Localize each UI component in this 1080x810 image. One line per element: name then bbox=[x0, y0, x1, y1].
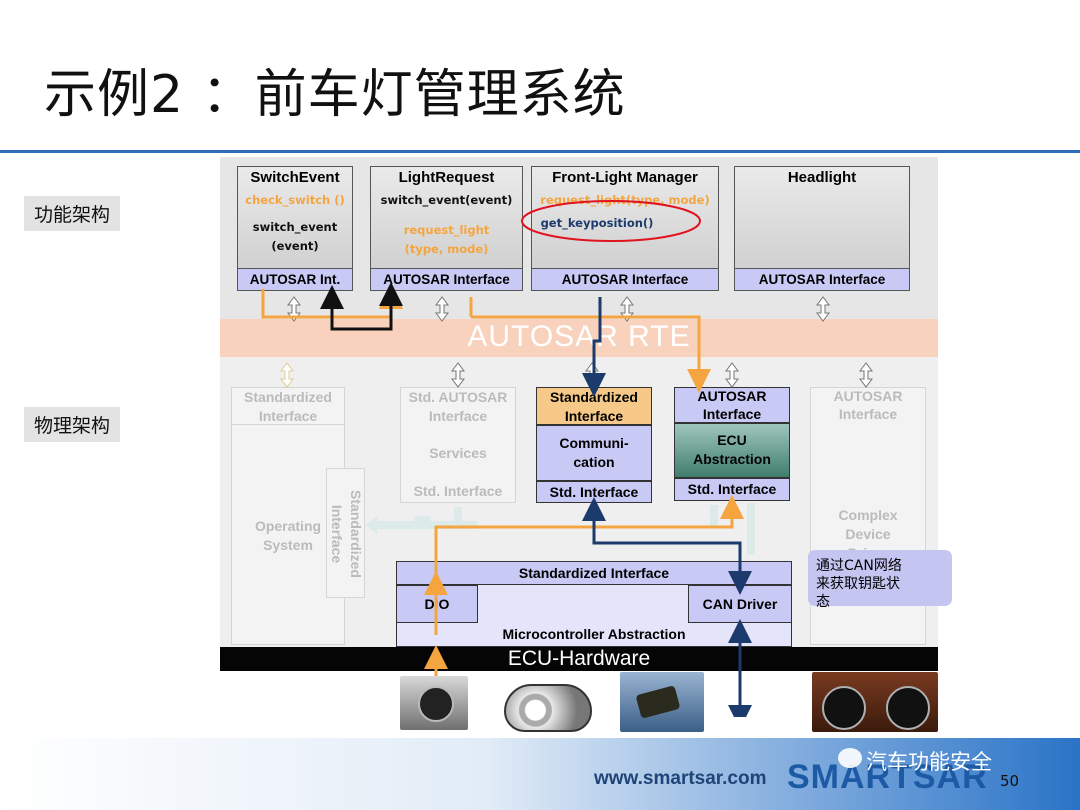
mcal-std-interface: Standardized Interface bbox=[396, 561, 792, 585]
headlamp-icon bbox=[500, 672, 592, 732]
ecu-abstraction-footer: Std. Interface bbox=[687, 481, 777, 497]
std-interface-left: Standardized Interface bbox=[231, 387, 345, 425]
check-switch-call: check_switch () bbox=[245, 193, 345, 207]
get-keyposition-call: get_keyposition() bbox=[540, 216, 654, 230]
title-divider bbox=[0, 150, 1080, 153]
callout-line2: 来获取钥匙状 bbox=[816, 576, 900, 592]
services-footer: Std. Interface bbox=[413, 483, 503, 499]
page-number: 50 bbox=[1000, 772, 1020, 790]
keyposition-highlight bbox=[521, 200, 701, 242]
switch-event-arg: (event) bbox=[271, 239, 319, 253]
can-key-status-callout: 通过CAN网络 来获取钥匙状 态 bbox=[808, 550, 952, 610]
complex-driver-body-line2: Device bbox=[845, 526, 891, 542]
footer-band bbox=[0, 738, 1080, 810]
communication-body-line1: Communi- bbox=[559, 435, 629, 451]
services-header-line2: Interface bbox=[428, 408, 488, 424]
black-signal-flow bbox=[320, 282, 403, 331]
callout-line1: 通过CAN网络 bbox=[816, 558, 902, 574]
switch-event-receive: switch_event(event) bbox=[380, 193, 513, 207]
ecu-abstraction-module: ECU Abstraction bbox=[674, 423, 790, 478]
pale-bsw-arrows bbox=[365, 503, 755, 555]
ecu-abstraction-body-line1: ECU bbox=[717, 432, 747, 448]
navy-signal-flow bbox=[582, 297, 752, 717]
light-switch-icon bbox=[400, 676, 468, 730]
physical-architecture-label: 物理架构 bbox=[24, 407, 121, 442]
swc-front-light-manager: Front-Light Manager request_light(type, … bbox=[531, 166, 719, 291]
mcal-footer: Microcontroller Abstraction bbox=[502, 626, 686, 642]
rte-connectors bbox=[280, 296, 873, 388]
communication-module: Communi- cation bbox=[536, 425, 652, 481]
std-interface-left-line2: Interface bbox=[258, 408, 318, 424]
smartsar-logo: SMARTSAR bbox=[787, 758, 988, 796]
services-header-line1: Std. AUTOSAR bbox=[408, 389, 508, 405]
complex-driver-header-line1: AUTOSAR bbox=[833, 388, 903, 404]
communication-footer: Std. Interface bbox=[549, 484, 639, 500]
swc-front-light-manager-interface: AUTOSAR Interface bbox=[532, 268, 718, 290]
request-light-receive: request_light(type, mode) bbox=[540, 193, 710, 207]
callout-line3: 态 bbox=[816, 594, 830, 610]
swc-headlight-title: Headlight bbox=[787, 169, 857, 186]
can-driver-label: CAN Driver bbox=[702, 596, 778, 612]
swc-headlight-interface: AUTOSAR Interface bbox=[735, 268, 909, 290]
switch-event-call: switch_event bbox=[252, 220, 338, 234]
mcal-header: Standardized Interface bbox=[518, 565, 670, 581]
communication-header-line2: Interface bbox=[564, 408, 624, 424]
signal-arrows bbox=[261, 200, 873, 717]
swc-switch-event-title: SwitchEvent bbox=[250, 169, 340, 186]
swc-switch-event-interface: AUTOSAR Int. bbox=[238, 268, 352, 290]
swc-light-request-interface: AUTOSAR Interface bbox=[371, 268, 522, 290]
os-vertical-interface: Standardized Interface bbox=[326, 468, 365, 598]
operating-system-line1: Operating bbox=[254, 518, 322, 534]
communication-header-line1: Standardized bbox=[550, 389, 638, 405]
ecu-abstraction-header-line2: Interface bbox=[702, 406, 762, 422]
dashboard-icon bbox=[812, 672, 938, 732]
ecu-abstraction-header-line1: AUTOSAR bbox=[697, 388, 767, 404]
orange-signal-flow bbox=[261, 285, 744, 717]
request-light-call: request_light bbox=[403, 223, 490, 237]
services-module: Std. AUTOSAR Interface Services Std. Int… bbox=[400, 387, 516, 503]
operating-system-line2: System bbox=[263, 537, 313, 553]
wechat-icon bbox=[838, 748, 862, 768]
swc-light-request: LightRequest switch_event(event) request… bbox=[370, 166, 523, 291]
key-ignition-icon bbox=[620, 672, 704, 732]
swc-light-request-title: LightRequest bbox=[398, 169, 495, 186]
swc-headlight: Headlight AUTOSAR Interface bbox=[734, 166, 910, 291]
ecu-hardware-bar: ECU-Hardware bbox=[220, 647, 938, 671]
rte-label: AUTOSAR RTE bbox=[467, 320, 691, 353]
slide-title: 示例2 ：前车灯管理系统 bbox=[44, 65, 626, 125]
ecu-abstraction-body-line2: Abstraction bbox=[693, 451, 771, 467]
std-interface-left-line1: Standardized bbox=[244, 389, 332, 405]
complex-driver-body-line1: Complex bbox=[838, 507, 898, 523]
request-light-args: (type, mode) bbox=[404, 242, 489, 256]
architecture-diagram: AUTOSAR RTE SwitchEvent check_switch () … bbox=[220, 157, 938, 717]
rte-band bbox=[220, 319, 938, 357]
ecu-abstraction-autosar-interface: AUTOSAR Interface bbox=[674, 387, 790, 423]
functional-architecture-label: 功能架构 bbox=[24, 196, 121, 231]
footer-url[interactable]: www.smartsar.com bbox=[594, 768, 767, 789]
swc-switch-event: SwitchEvent check_switch () switch_event… bbox=[237, 166, 353, 291]
operating-system: Operating System bbox=[231, 517, 345, 555]
complex-driver-header-line2: Interface bbox=[838, 406, 898, 422]
services-body: Services bbox=[429, 445, 487, 461]
can-driver: CAN Driver bbox=[688, 585, 792, 623]
mcal-footer-box: Microcontroller Abstraction bbox=[396, 625, 792, 644]
swc-front-light-manager-title: Front-Light Manager bbox=[552, 169, 698, 186]
watermark-text: 汽车功能安全 bbox=[866, 750, 992, 774]
communication-body-line2: cation bbox=[573, 454, 615, 470]
